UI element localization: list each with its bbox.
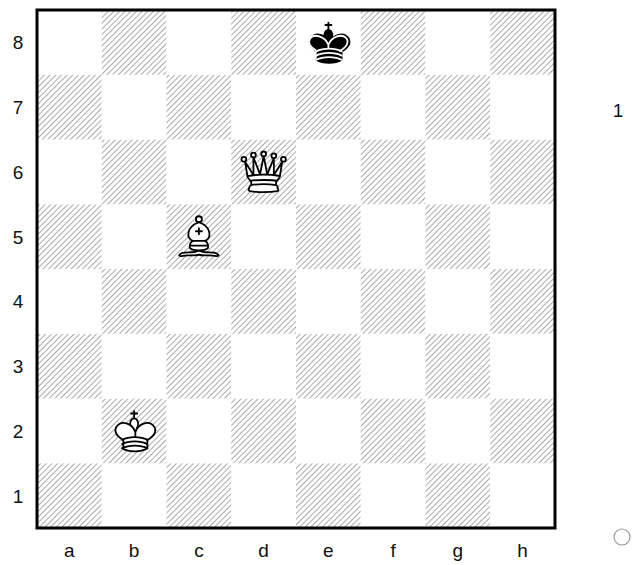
board-square	[37, 399, 102, 464]
board-square	[231, 204, 296, 269]
board-square	[167, 10, 232, 75]
board-square	[490, 269, 555, 334]
file-label: a	[64, 541, 75, 560]
board-square	[490, 334, 555, 399]
board-square	[37, 334, 102, 399]
board-square	[167, 463, 232, 528]
board-square	[490, 75, 555, 140]
white-queen	[241, 152, 285, 193]
board-square	[37, 10, 102, 75]
board-square	[296, 204, 361, 269]
board-square	[490, 463, 555, 528]
board-square	[102, 399, 167, 464]
file-label: g	[453, 541, 464, 560]
board-square	[296, 269, 361, 334]
board-square	[37, 204, 102, 269]
board-square	[37, 463, 102, 528]
board-square	[361, 269, 426, 334]
white-king	[115, 411, 155, 451]
side-to-move-marker	[614, 529, 630, 545]
board-square	[361, 10, 426, 75]
move-number: 1	[613, 101, 624, 120]
file-label: f	[390, 541, 395, 560]
board-square	[426, 10, 491, 75]
board-square	[361, 204, 426, 269]
board-square	[167, 204, 232, 269]
black-king	[309, 23, 349, 63]
board-square	[37, 269, 102, 334]
board-square	[490, 399, 555, 464]
file-label: d	[258, 541, 269, 560]
rank-label: 4	[13, 292, 24, 311]
board-square	[37, 140, 102, 205]
board-square	[426, 204, 491, 269]
board-square	[296, 399, 361, 464]
board-square	[167, 399, 232, 464]
board-square	[426, 75, 491, 140]
board-square	[167, 140, 232, 205]
board-square	[296, 140, 361, 205]
rank-label: 8	[13, 33, 24, 52]
board-square	[102, 204, 167, 269]
board-square	[490, 10, 555, 75]
board-square	[361, 75, 426, 140]
white-bishop	[179, 216, 219, 256]
board-square	[296, 334, 361, 399]
rank-label: 1	[13, 486, 24, 505]
board-square	[37, 75, 102, 140]
rank-label: 7	[13, 98, 24, 117]
rank-label: 3	[13, 357, 24, 376]
file-label: c	[194, 541, 204, 560]
board-square	[102, 140, 167, 205]
board-square	[231, 269, 296, 334]
board-square	[361, 399, 426, 464]
board-square	[426, 399, 491, 464]
board-square	[167, 75, 232, 140]
board-square	[231, 10, 296, 75]
board-square	[426, 140, 491, 205]
rank-label: 6	[13, 162, 24, 181]
board-square	[361, 140, 426, 205]
board-square	[102, 463, 167, 528]
file-label: e	[323, 541, 334, 560]
board-frame	[37, 10, 555, 528]
board-square	[231, 399, 296, 464]
board-square	[102, 10, 167, 75]
board-square	[167, 334, 232, 399]
board-square	[296, 75, 361, 140]
board-square	[426, 269, 491, 334]
board-square	[231, 140, 296, 205]
board-square	[167, 269, 232, 334]
rank-label: 5	[13, 227, 24, 246]
board-square	[426, 334, 491, 399]
board-square	[361, 463, 426, 528]
board-square	[102, 75, 167, 140]
rank-label: 2	[13, 421, 24, 440]
board-square	[426, 463, 491, 528]
file-label: h	[517, 541, 528, 560]
board-square	[102, 269, 167, 334]
board-square	[231, 463, 296, 528]
board-square	[361, 334, 426, 399]
board-square	[231, 334, 296, 399]
file-label: b	[129, 541, 140, 560]
board-square	[296, 463, 361, 528]
board-square	[490, 204, 555, 269]
board-square	[102, 334, 167, 399]
board-square	[231, 75, 296, 140]
board-square	[490, 140, 555, 205]
board-square	[296, 10, 361, 75]
board-squares	[37, 10, 555, 528]
